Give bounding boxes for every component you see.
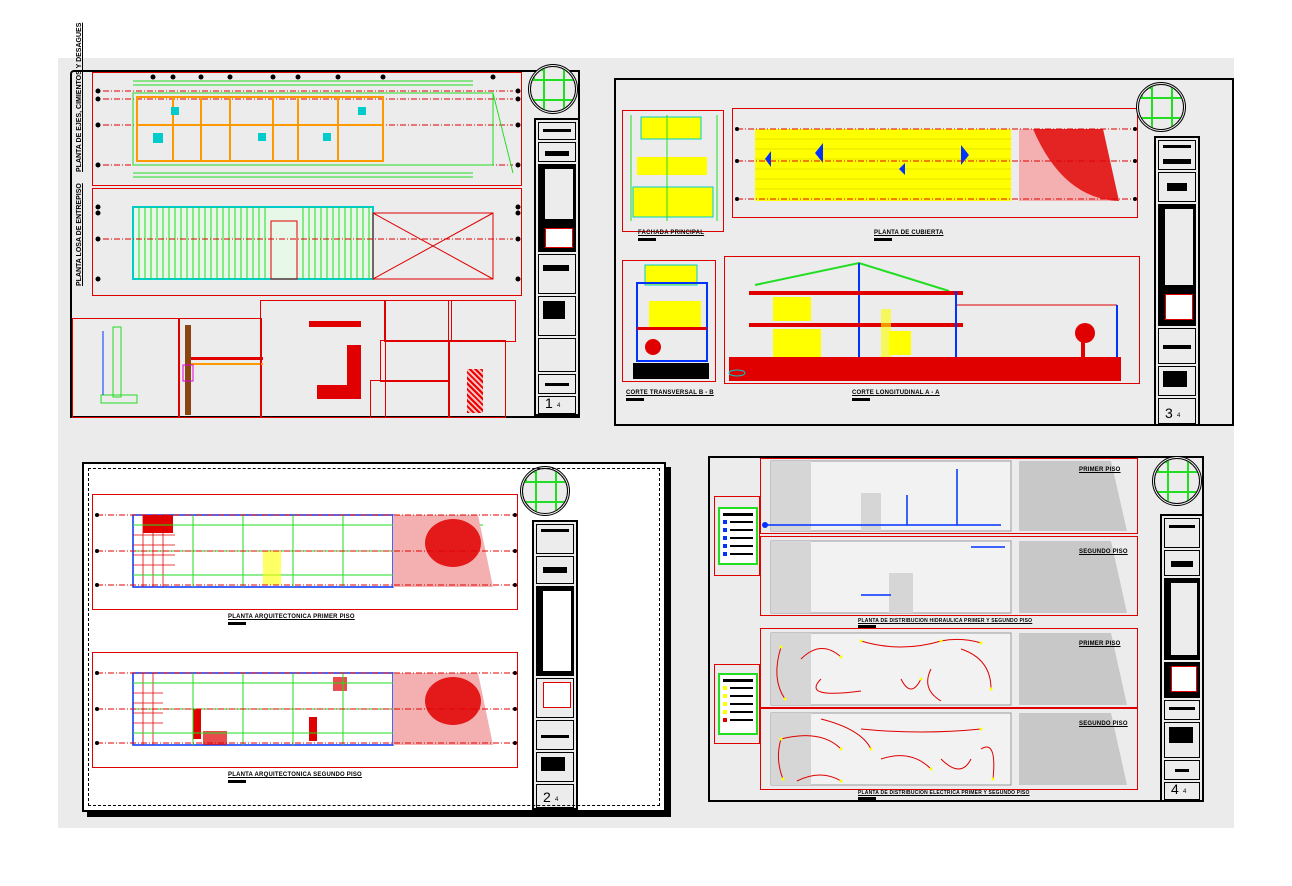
detail-frame: [72, 318, 180, 418]
drawing-title: PLANTA DE DISTRIBUCION ELECTRICA PRIMER …: [858, 790, 1030, 796]
slab-plan-drawing: [95, 204, 521, 282]
sheet-total: 4: [1177, 413, 1181, 419]
first-floor-plan-drawing: [95, 513, 517, 588]
planta-primer-piso-frame: [92, 494, 518, 610]
firm-logo: [528, 64, 578, 114]
sheet-total: 4: [1183, 789, 1187, 795]
drawing-title: PLANTA ARQUITECTONICA SEGUNDO PISO: [228, 772, 362, 778]
sheet-4[interactable]: PRIMER PISO SEGUNDO PISO PLANTA DE DISTR…: [708, 456, 1204, 802]
hydraulic-legend: [718, 507, 758, 565]
planta-cubierta-frame: [732, 108, 1138, 218]
scale-bar: [228, 622, 246, 625]
sheet-total: 4: [557, 403, 561, 409]
scale-bar: [626, 398, 644, 401]
detail-frame: [384, 300, 452, 342]
roof-plan-drawing: [735, 127, 1137, 201]
firm-logo: [520, 466, 570, 516]
drawing-title: PLANTA DE DISTRIBUCION HIDRAULICA PRIMER…: [858, 618, 1033, 624]
firm-logo: [1152, 456, 1202, 506]
sheet-3[interactable]: FACHADA PRINCIPAL PLANTA DE CUBIERTA: [614, 78, 1234, 426]
foundation-plan-drawing: [95, 74, 521, 178]
floor-label: PRIMER PISO: [1079, 467, 1121, 473]
electric-first-floor-frame: PRIMER PISO: [760, 628, 1138, 708]
detail-frame: [448, 340, 506, 418]
sheet-2[interactable]: PLANTA ARQUITECTONICA PRIMER PISO PLANTA…: [82, 462, 666, 812]
hydraulic-first-floor-drawing: [762, 460, 1127, 532]
scale-bar: [858, 625, 876, 628]
cross-section-drawing: [633, 264, 709, 379]
firm-logo: [1136, 82, 1186, 132]
hydraulic-second-floor-drawing: [770, 540, 1127, 614]
floor-label: SEGUNDO PISO: [1079, 721, 1128, 727]
detail-frame: [260, 300, 386, 418]
sheet-number: 3: [1165, 405, 1173, 421]
hydraulic-second-floor-frame: SEGUNDO PISO: [760, 536, 1138, 616]
title-block: 1 4: [534, 118, 580, 416]
sheet-1[interactable]: PLANTA DE EJES, CIMIENTOS Y DESAGUES PLA…: [70, 23, 580, 418]
drawing-title: CORTE TRANSVERSAL B - B: [626, 390, 714, 396]
drawing-title: PLANTA DE EJES, CIMIENTOS Y DESAGUES: [76, 22, 83, 172]
plan-ejes-cimientos-frame: [92, 72, 522, 186]
detail-frame: [178, 318, 263, 418]
plan-losa-entrepiso-frame: [92, 188, 522, 296]
scale-bar: [858, 797, 876, 800]
sheet-number: 1: [545, 395, 553, 411]
drawing-title: PLANTA ARQUITECTONICA PRIMER PISO: [228, 614, 355, 620]
electric-legend: [718, 673, 758, 735]
sheet-total: 4: [555, 797, 559, 803]
scale-bar: [852, 398, 870, 401]
drawing-title: FACHADA PRINCIPAL: [638, 230, 705, 236]
detail-frame: [448, 300, 516, 342]
title-block: 2 4: [532, 520, 578, 810]
second-floor-plan-drawing: [95, 671, 517, 746]
scale-bar: [228, 780, 246, 783]
detail-frame: [370, 380, 450, 418]
scale-bar: [638, 238, 656, 241]
title-block: 3 4: [1154, 136, 1200, 426]
drawing-title: PLANTA DE CUBIERTA: [874, 230, 944, 236]
scale-bar: [874, 238, 892, 241]
corte-transversal-frame: [622, 260, 716, 382]
title-block: 4 4: [1160, 514, 1204, 802]
electric-legend-frame: [714, 664, 760, 744]
sheet-number: 2: [543, 789, 551, 805]
detail-frame: [380, 340, 450, 382]
drawing-canvas: PLANTA DE EJES, CIMIENTOS Y DESAGUES PLA…: [58, 23, 1234, 828]
longitudinal-section-drawing: [728, 261, 1121, 381]
electric-second-floor-frame: SEGUNDO PISO: [760, 708, 1138, 790]
hydraulic-legend-frame: [714, 496, 760, 576]
facade-drawing: [630, 115, 718, 221]
hydraulic-first-floor-frame: PRIMER PISO: [760, 458, 1138, 534]
electric-second-floor-drawing: [770, 712, 1127, 786]
electric-first-floor-drawing: [770, 632, 1127, 706]
sheet-number: 4: [1171, 781, 1179, 797]
floor-label: PRIMER PISO: [1079, 641, 1121, 647]
planta-segundo-piso-frame: [92, 652, 518, 768]
floor-label: SEGUNDO PISO: [1079, 549, 1128, 555]
corte-longitudinal-frame: [724, 256, 1140, 384]
drawing-title: CORTE LONGITUDINAL A - A: [852, 390, 940, 396]
fachada-principal-frame: [622, 110, 724, 232]
drawing-title: PLANTA LOSA DE ENTREPISO: [76, 183, 83, 286]
